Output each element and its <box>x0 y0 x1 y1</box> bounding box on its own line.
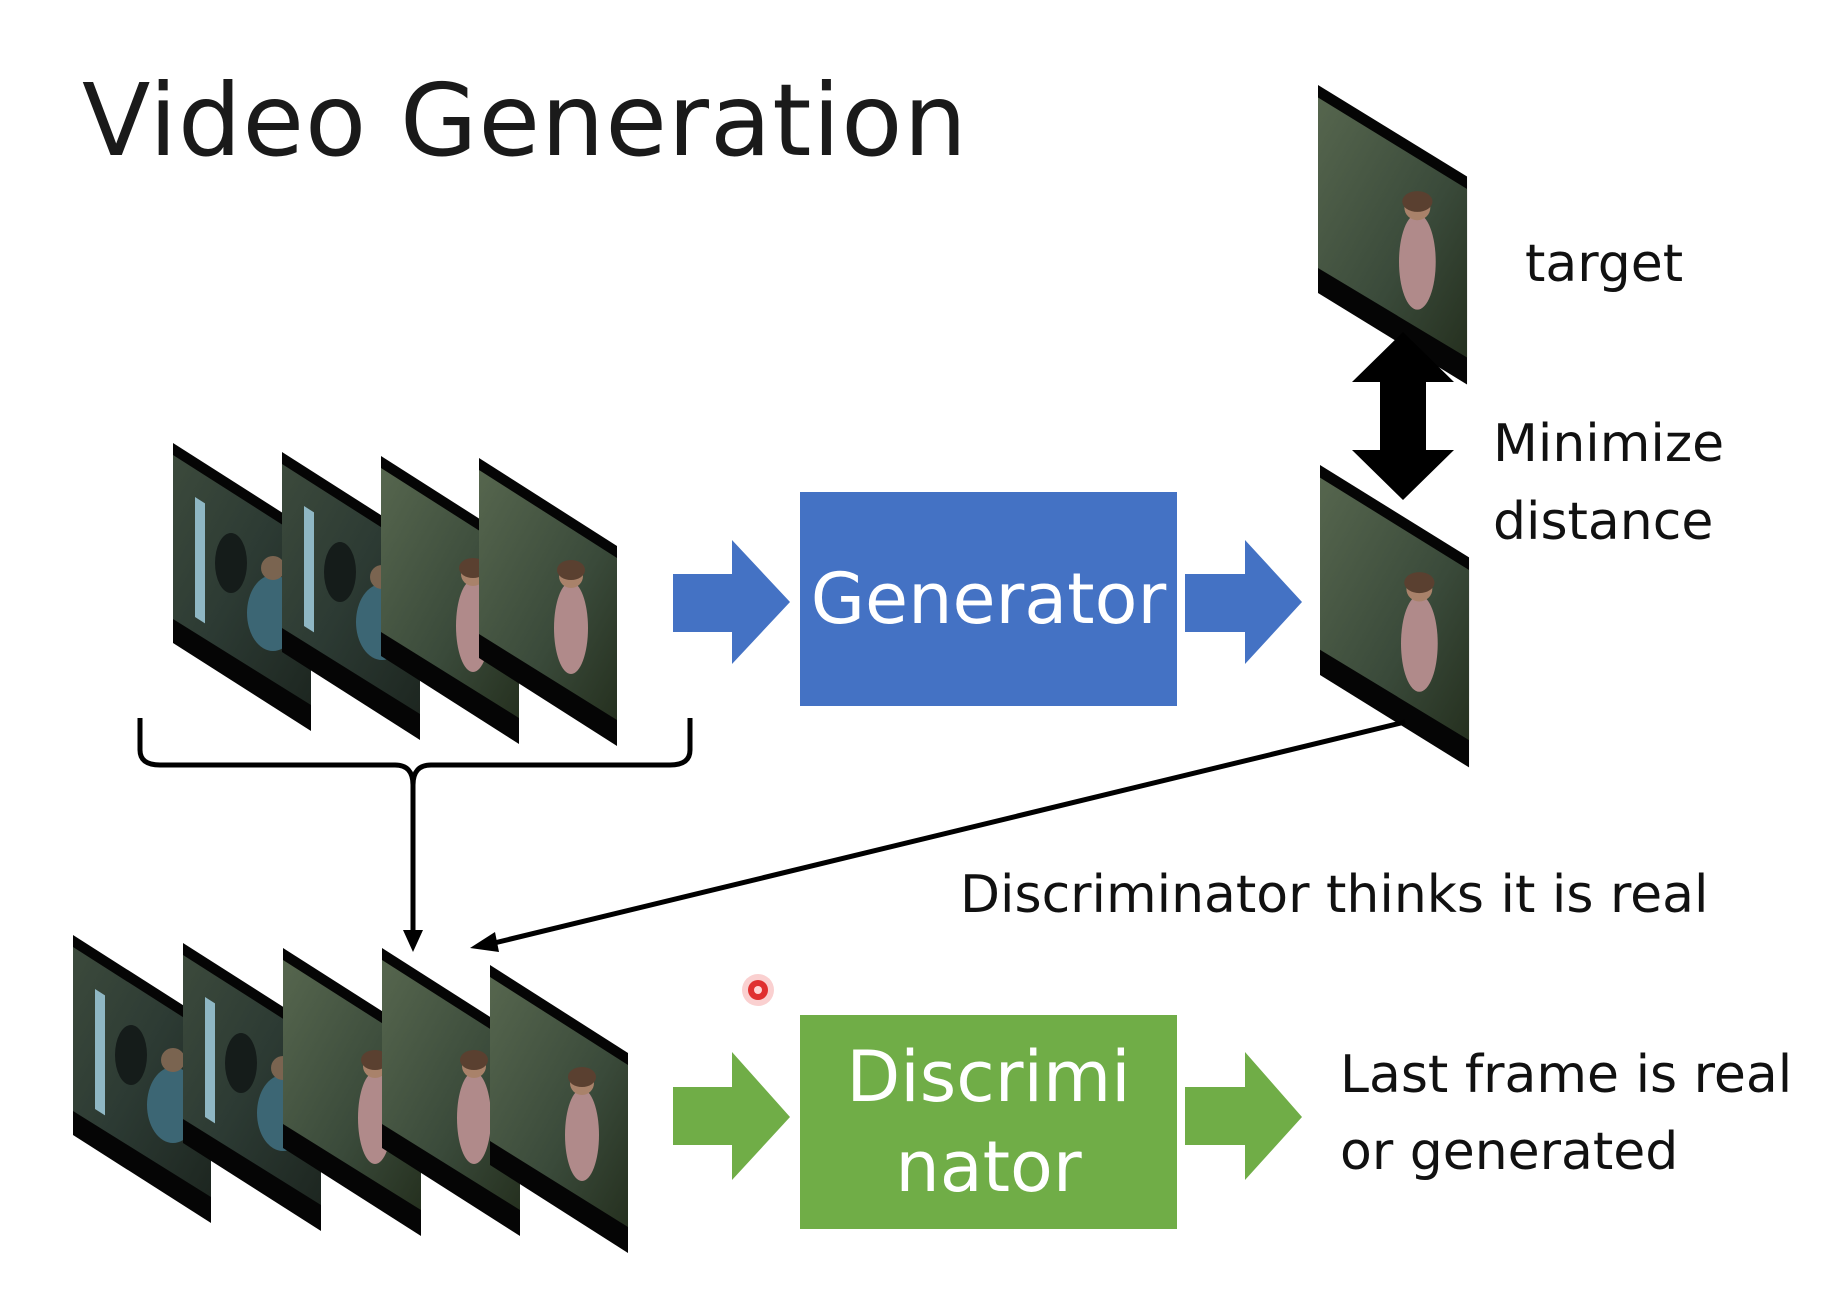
page-title: Video Generation <box>82 62 968 179</box>
generator-label: Generator <box>810 558 1167 640</box>
last-frame-label-line1: Last frame is real <box>1340 1045 1793 1105</box>
target-label: target <box>1525 234 1684 294</box>
generated-to-frames-line <box>489 719 1406 947</box>
frames-to-discriminator-arrow <box>673 1052 790 1180</box>
double-arrow-icon <box>1352 332 1454 500</box>
discriminator-input-frames <box>73 935 628 1253</box>
brace-down-arrowhead <box>403 930 423 952</box>
generator-to-output-arrow <box>1185 540 1302 664</box>
discriminator-label-line2: nator <box>895 1126 1082 1208</box>
minimize-label-line1: Minimize <box>1493 414 1725 474</box>
discriminator-label-line1: Discrimi <box>846 1036 1131 1118</box>
generator-box: Generator <box>800 492 1177 706</box>
discriminator-to-output-arrow <box>1185 1052 1302 1180</box>
brace-icon <box>137 718 693 786</box>
generated-to-frames-arrowhead <box>470 932 499 952</box>
last-frame-label-line2: or generated <box>1340 1122 1679 1182</box>
discriminator-thinks-label: Discriminator thinks it is real <box>960 865 1709 925</box>
minimize-label-line2: distance <box>1493 492 1714 552</box>
input-frames <box>173 443 617 746</box>
input-to-generator-arrow <box>673 540 790 664</box>
target-frame <box>1318 85 1468 385</box>
laser-pointer-icon <box>742 974 774 1006</box>
discriminator-box: Discrimi nator <box>800 1015 1177 1229</box>
